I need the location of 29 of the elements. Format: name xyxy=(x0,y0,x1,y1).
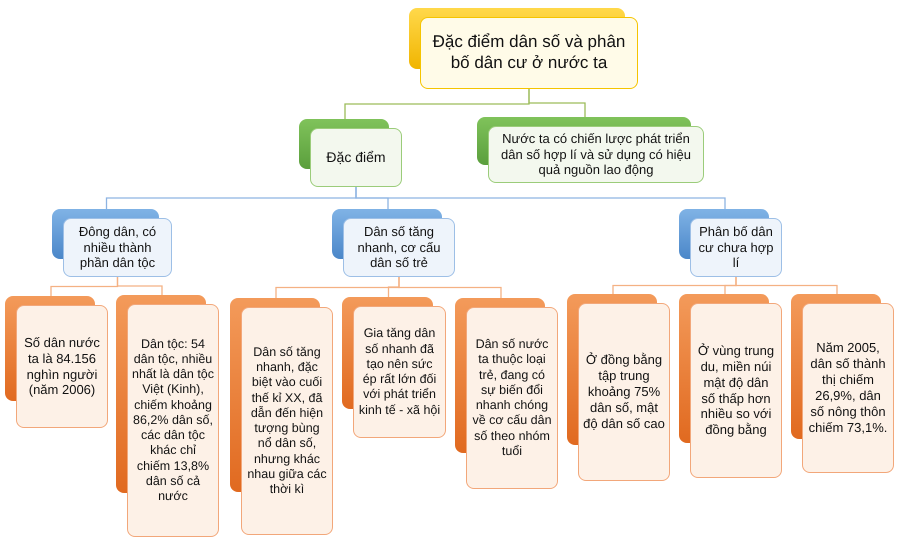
connector-line xyxy=(355,187,726,209)
tabbed-card xyxy=(332,209,455,277)
tabbed-card xyxy=(791,294,894,473)
node-text: Dân số tăng nhanh, cơ cấu dân số trẻ xyxy=(356,224,442,272)
node-text: Đặc điểm dân số và phân bố dân cư ở nước ta xyxy=(432,32,626,74)
node-text: Nước ta có chiến lược phát triển dân số hợp lí và sử dụng có hiệu quả nguồn lao động xyxy=(500,130,692,178)
node-text: Ở vùng trung du, miền núi mật độ dân số thấp hơn nhiều so với đồng bằng xyxy=(696,342,776,438)
node-text: Dân số tăng nhanh, đặc biệt vào cuối thế kỉ XX, đã dẫn đến hiện tượng bùng nổ dân số, nhưng khác nhau giữa các thời kì xyxy=(246,344,328,498)
node-text: Đặc điểm xyxy=(326,148,386,166)
node-text: Dân số nước ta thuộc loại trẻ, đang có sự biến đổi nhanh chóng về cơ cấu dân số theo nhóm tuổi xyxy=(471,337,553,459)
tabbed-card xyxy=(52,209,172,277)
connector-line xyxy=(398,277,502,298)
connector-line xyxy=(735,277,838,294)
node-text: Dân tộc: 54 dân tộc, nhiều nhất là dân tộc Việt (Kinh), chiếm khoảng 86,2% dân số, các dân tộc khác chỉ chiếm 13,8% dân số cả nước xyxy=(132,336,214,504)
connector-line xyxy=(528,89,586,117)
tabbed-card xyxy=(342,297,446,438)
tabbed-card xyxy=(679,209,782,277)
tabbed-card xyxy=(5,296,108,428)
tabbed-card xyxy=(679,294,782,478)
tabbed-card xyxy=(299,119,402,187)
node-text: Phân bố dân cư chưa hợp lí xyxy=(697,224,775,272)
node-text: Ở đồng bằng tập trung khoảng 75% dân số, mật độ dân số cao xyxy=(583,352,665,432)
tabbed-card xyxy=(409,8,638,89)
node-text: Đông dân, có nhiều thành phần dân tộc xyxy=(78,224,158,272)
node-text: Năm 2005, dân số thành thị chiếm 26,9%, dân số nông thôn chiếm 73,1%. xyxy=(808,340,888,436)
node-text: Số dân nước ta là 84.156 nghìn người (năm 2006) xyxy=(23,334,101,398)
connector-line xyxy=(116,277,163,295)
tabbed-card xyxy=(477,117,704,183)
node-text: Gia tăng dân số nhanh đã tạo nên sức ép rất lớn đối với phát triển kinh tế - xã hội xyxy=(358,326,441,418)
